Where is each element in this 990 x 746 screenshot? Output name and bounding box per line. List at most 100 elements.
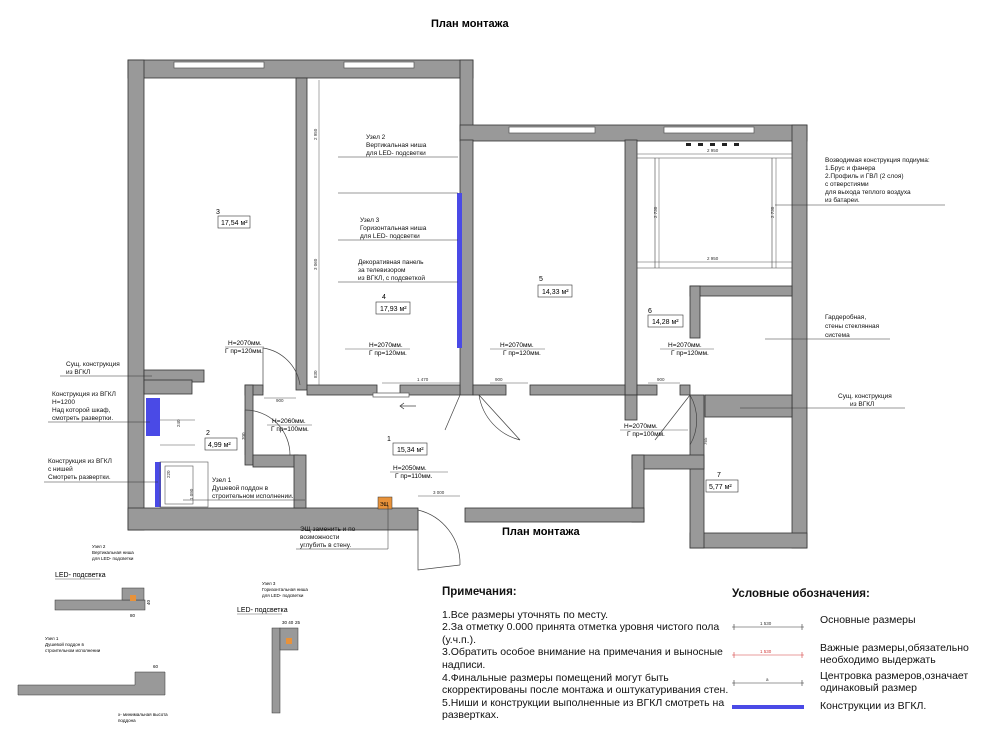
svg-text:30 40: 30 40: [282, 620, 294, 625]
svg-text:1 090: 1 090: [189, 488, 194, 500]
svg-text:Узел 3: Узел 3: [360, 217, 380, 224]
svg-text:Г пр=110мм.: Г пр=110мм.: [395, 473, 433, 480]
svg-text:Г пр=120мм.: Г пр=120мм.: [671, 350, 709, 357]
svg-text:из ВГКЛ, с подсветкой: из ВГКЛ, с подсветкой: [358, 274, 425, 282]
svg-text:2 950: 2 950: [707, 256, 719, 261]
svg-text:Вертикальная ниша: Вертикальная ниша: [366, 142, 427, 149]
dimension-symbol-icon: 1 530: [732, 621, 804, 630]
room-6-num: 6: [648, 308, 652, 315]
legend-label: Основные размеры: [820, 614, 916, 626]
note-item: 1.Все размеры уточнять по месту.: [442, 608, 609, 621]
svg-text:смотреть развертки.: смотреть развертки.: [52, 415, 113, 422]
svg-text:H=2070мм.: H=2070мм.: [624, 423, 658, 430]
doors: [244, 347, 697, 571]
svg-text:240: 240: [176, 419, 181, 427]
svg-text:Узел 2: Узел 2: [366, 134, 386, 141]
center-dimension-icon: a: [732, 677, 804, 686]
svg-text:строительном исполнении.: строительном исполнении.: [212, 493, 294, 500]
svg-text:Возводимая конструкция подиума: Возводимая конструкция подиума:: [825, 157, 930, 164]
room-4-num: 4: [382, 294, 386, 301]
svg-text:ЭЩ заменить и по: ЭЩ заменить и по: [300, 526, 356, 533]
svg-text:Г пр=120мм.: Г пр=120мм.: [503, 350, 541, 357]
notes-title: Примечания:: [442, 586, 517, 598]
svg-text:Г пр=120мм.: Г пр=120мм.: [225, 348, 263, 355]
svg-text:с нишей: с нишей: [48, 465, 73, 473]
svg-text:Над которой шкаф,: Над которой шкаф,: [52, 406, 111, 414]
svg-text:40: 40: [146, 599, 151, 605]
svg-text:за телевизором: за телевизором: [358, 267, 406, 274]
svg-text:900: 900: [657, 377, 665, 382]
vgkl-construction-icon: [732, 705, 804, 709]
legend-item: Конструкции из ВГКЛ.: [732, 698, 987, 724]
callouts: Узел 2 Вертикальная ниша для LED- подсве…: [44, 134, 945, 550]
note-item: 5.Ниши и конструкции выполненные из ВГКЛ…: [442, 696, 725, 722]
svg-text:Г пр=100мм.: Г пр=100мм.: [271, 426, 309, 433]
room-1-num: 1: [387, 436, 391, 443]
svg-text:для LED- подсветки: для LED- подсветки: [360, 233, 420, 240]
svg-text:углубить в стену.: углубить в стену.: [300, 541, 351, 549]
svg-text:25: 25: [295, 620, 301, 625]
svg-text:900: 900: [276, 398, 284, 403]
svg-text:LED- подсветка: LED- подсветка: [237, 607, 288, 614]
notes-block: Примечания: 1.Все размеры уточнять по ме…: [442, 586, 742, 722]
svg-text:для LED- подсветки: для LED- подсветки: [262, 593, 304, 598]
svg-text:строительном исполнении: строительном исполнении: [45, 648, 101, 653]
svg-text:из ВГКЛ: из ВГКЛ: [66, 369, 90, 376]
svg-text:2 730: 2 730: [770, 206, 775, 218]
shower-tray: [159, 419, 209, 508]
note-item: 2.За отметку 0.000 принята отметка уровн…: [442, 621, 720, 646]
svg-text:Узел 1: Узел 1: [212, 477, 232, 484]
svg-text:x- минимальная высота: x- минимальная высота: [118, 712, 168, 717]
room-6-area: 14,28 м²: [652, 319, 679, 326]
svg-text:80: 80: [130, 613, 136, 618]
svg-text:830: 830: [313, 370, 318, 378]
plan-title-mid: План монтажа: [502, 526, 581, 538]
room-5-area: 14,33 м²: [542, 289, 569, 296]
svg-text:H=2070мм.: H=2070мм.: [500, 342, 534, 349]
svg-text:поддона: поддона: [118, 718, 136, 723]
room-5-num: 5: [539, 276, 543, 283]
svg-text:1 530: 1 530: [760, 621, 772, 626]
svg-text:Гардеробная,: Гардеробная,: [825, 313, 866, 321]
svg-text:стены стеклянная: стены стеклянная: [825, 323, 880, 330]
legend-item: 1 530 Важные размеры,обязательно необход…: [732, 642, 987, 668]
svg-text:2 950: 2 950: [707, 148, 719, 153]
svg-text:Горизонтальная ниша: Горизонтальная ниша: [360, 225, 427, 232]
svg-text:Г пр=120мм.: Г пр=120мм.: [369, 350, 407, 357]
svg-text:Сущ. конструкция: Сущ. конструкция: [66, 361, 120, 368]
svg-text:1 530: 1 530: [760, 649, 772, 654]
plan-title-top: План монтажа: [431, 18, 510, 30]
podium-construction: [637, 157, 792, 269]
room-7-num: 7: [717, 472, 721, 479]
room-2-num: 2: [206, 430, 210, 437]
legend-block: Условные обозначения: 1 530 Основные раз…: [732, 588, 987, 726]
svg-text:Декоративная панель: Декоративная панель: [358, 259, 424, 266]
note-item: 4.Финальные размеры помещений могут быть…: [442, 671, 729, 697]
legend-item: a Центровка размеров,означает одинаковый…: [732, 670, 987, 696]
svg-text:система: система: [825, 332, 850, 339]
svg-text:Узел 1: Узел 1: [45, 636, 59, 641]
svg-text:возможности: возможности: [300, 534, 340, 541]
detail-uzel3: Узел 3 Горизонтальная ниша для LED- подс…: [237, 581, 308, 714]
svg-text:с отверстиями: с отверстиями: [825, 181, 869, 188]
svg-text:2.Профиль и ГВЛ (2 слоя): 2.Профиль и ГВЛ (2 слоя): [825, 173, 904, 180]
detail-uzel1: Узел 1 Душевой поддон в строительном исп…: [17, 636, 168, 723]
svg-text:a: a: [766, 677, 769, 682]
svg-text:900: 900: [495, 377, 503, 382]
room-labels: 3 17,54 м² 4 17,93 м² 5 14,33 м² 6 14,28…: [204, 209, 739, 493]
room-4-area: 17,93 м²: [380, 306, 407, 313]
legend-label: Центровка размеров,означает одинаковый р…: [820, 670, 969, 694]
svg-text:из батареи.: из батареи.: [825, 196, 860, 204]
legend-item: 1 530 Основные размеры: [732, 614, 987, 640]
svg-text:3 000: 3 000: [433, 490, 445, 495]
room-3-num: 3: [216, 209, 220, 216]
svg-text:60: 60: [153, 664, 159, 669]
room-2-area: 4,99 м²: [208, 442, 231, 449]
legend-label: Конструкции из ВГКЛ.: [820, 700, 927, 712]
door-notes: H=2070мм.Г пр=120мм. H=2070мм.Г пр=120мм…: [225, 340, 714, 480]
svg-text:700: 700: [241, 432, 246, 440]
svg-text:Горизонтальная ниша: Горизонтальная ниша: [262, 587, 308, 592]
svg-text:Г пр=100мм.: Г пр=100мм.: [627, 431, 665, 438]
svg-text:Душевой поддон в: Душевой поддон в: [212, 484, 269, 492]
